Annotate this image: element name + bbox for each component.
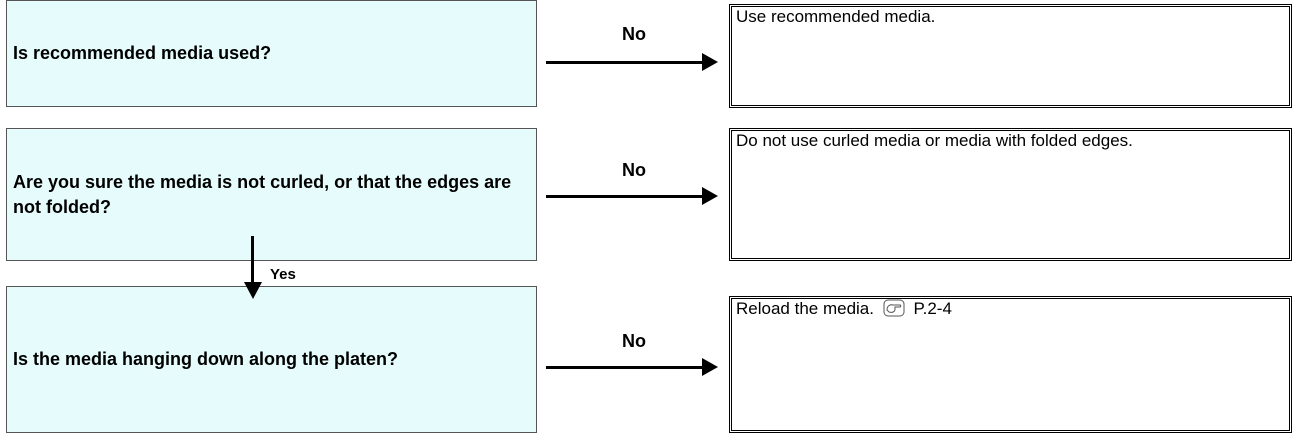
no-label: No — [622, 160, 646, 180]
answer-text: Do not use curled media or media with fo… — [736, 131, 1133, 150]
answer-text: Use recommended media. — [736, 7, 936, 26]
pointing-hand-reference-icon — [883, 299, 905, 322]
yes-arrow — [243, 236, 263, 300]
answer-box-2: Do not use curled media or media with fo… — [729, 128, 1292, 261]
no-arrow — [546, 186, 718, 206]
page-reference: P.2-4 — [913, 299, 952, 318]
question-text: Is recommended media used? — [13, 43, 272, 64]
question-box-3: Is the media hanging down along the plat… — [6, 286, 537, 433]
no-label: No — [622, 24, 646, 44]
no-arrow — [546, 52, 718, 72]
answer-text: Reload the media. — [736, 299, 874, 318]
question-box-2: Are you sure the media is not curled, or… — [6, 128, 537, 261]
no-arrow — [546, 357, 718, 377]
answer-text-row: Reload the media. P.2-4 — [736, 299, 952, 322]
answer-box-3: Reload the media. P.2-4 — [729, 296, 1292, 433]
no-label: No — [622, 331, 646, 351]
question-box-1: Is recommended media used? — [6, 0, 537, 107]
answer-box-1: Use recommended media. — [729, 4, 1292, 108]
question-text: Are you sure the media is not curled, or… — [13, 172, 512, 217]
yes-label: Yes — [270, 266, 296, 283]
question-text: Is the media hanging down along the plat… — [13, 349, 399, 370]
